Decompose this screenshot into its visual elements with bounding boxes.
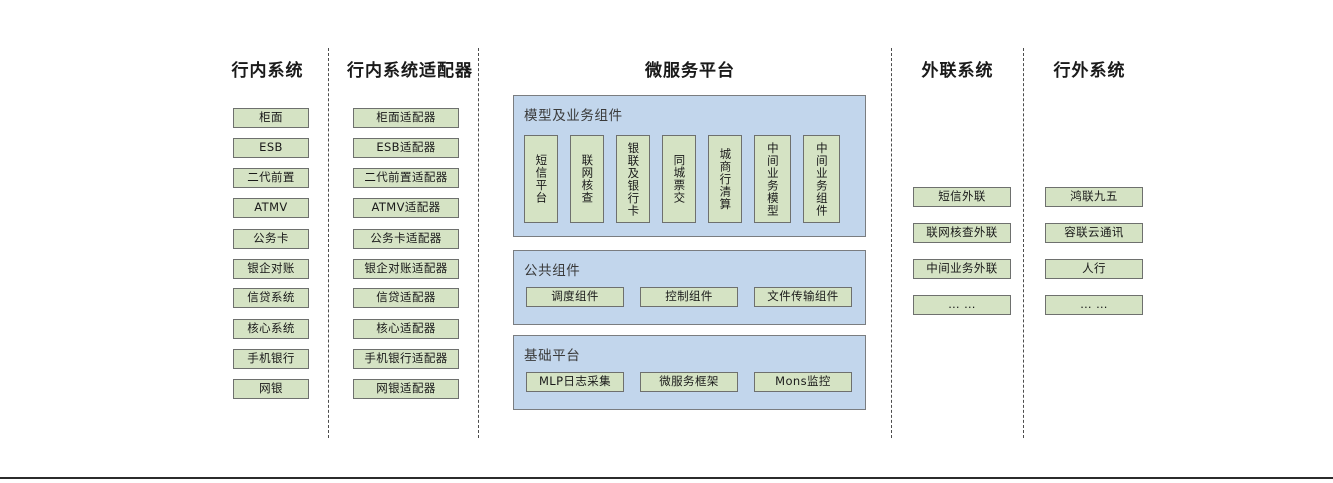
list-item[interactable]: ATMV [233,198,309,218]
panel-label-foundation-platform: 基础平台 [524,348,581,364]
component-box[interactable]: 文件传输组件 [754,287,852,307]
list-item[interactable]: 中间业务外联 [913,259,1011,279]
list-item[interactable]: … … [913,295,1011,315]
component-box[interactable]: 联网核查 [570,135,604,223]
list-item[interactable]: 联网核查外联 [913,223,1011,243]
list-item[interactable]: 核心适配器 [353,319,459,339]
column-title-outside-bank: 行外系统 [1053,61,1126,81]
list-item[interactable]: 公务卡 [233,229,309,249]
divider-2 [478,48,479,438]
component-box[interactable]: 中间业务组件 [803,135,840,223]
list-item[interactable]: 手机银行 [233,349,309,369]
list-item[interactable]: 核心系统 [233,319,309,339]
divider-4 [1023,48,1024,438]
divider-3 [891,48,892,438]
list-item[interactable]: 柜面适配器 [353,108,459,128]
component-box[interactable]: MLP日志采集 [526,372,624,392]
component-box[interactable]: 银联及银行卡 [616,135,650,223]
list-item[interactable]: 信贷适配器 [353,288,459,308]
component-box[interactable]: 控制组件 [640,287,738,307]
component-box[interactable]: 微服务框架 [640,372,738,392]
component-box[interactable]: Mons监控 [754,372,852,392]
list-item[interactable]: 银企对账适配器 [353,259,459,279]
list-item[interactable]: 二代前置适配器 [353,168,459,188]
list-item[interactable]: ESB [233,138,309,158]
column-title-microservice: 微服务平台 [645,61,735,81]
divider-1 [328,48,329,438]
list-item[interactable]: 柜面 [233,108,309,128]
panel-label-model-business-components: 模型及业务组件 [524,108,623,124]
column-title-external-link: 外联系统 [921,61,994,81]
component-box[interactable]: 城商行清算 [708,135,742,223]
list-item[interactable]: 网银适配器 [353,379,459,399]
column-title-bank-internal: 行内系统 [231,61,304,81]
list-item[interactable]: 公务卡适配器 [353,229,459,249]
list-item[interactable]: ESB适配器 [353,138,459,158]
panel-label-public-components: 公共组件 [524,263,581,279]
list-item[interactable]: 二代前置 [233,168,309,188]
list-item[interactable]: 银企对账 [233,259,309,279]
list-item[interactable]: 信贷系统 [233,288,309,308]
list-item[interactable]: 短信外联 [913,187,1011,207]
component-box[interactable]: 中间业务模型 [754,135,791,223]
list-item[interactable]: 容联云通讯 [1045,223,1143,243]
list-item[interactable]: 网银 [233,379,309,399]
bottom-divider [0,477,1333,479]
component-box[interactable]: 调度组件 [526,287,624,307]
column-title-bank-adapter: 行内系统适配器 [347,61,473,81]
list-item[interactable]: ATMV适配器 [353,198,459,218]
list-item[interactable]: 鸿联九五 [1045,187,1143,207]
component-box[interactable]: 短信平台 [524,135,558,223]
component-box[interactable]: 同城票交 [662,135,696,223]
list-item[interactable]: … … [1045,295,1143,315]
list-item[interactable]: 手机银行适配器 [353,349,459,369]
list-item[interactable]: 人行 [1045,259,1143,279]
